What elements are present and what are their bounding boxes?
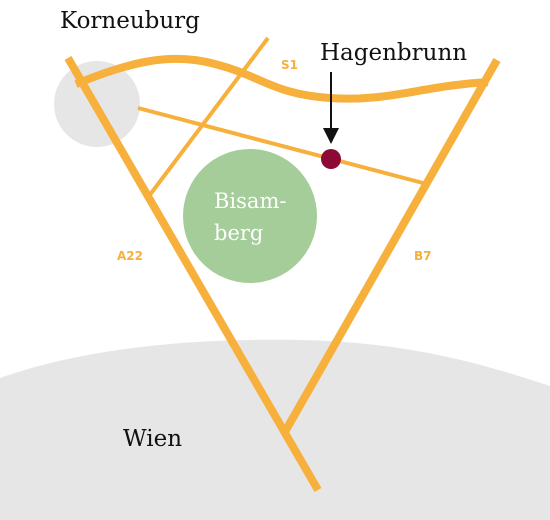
- minor-road-hagenbrunn: [137, 106, 424, 185]
- label-korneuburg: Korneuburg: [60, 8, 200, 34]
- wien-area: [0, 339, 550, 520]
- label-wien: Wien: [123, 426, 182, 452]
- label-road-a22: A22: [117, 249, 143, 263]
- road-b7: [282, 58, 501, 432]
- label-road-s1: S1: [281, 58, 298, 72]
- location-dot-icon[interactable]: [321, 149, 341, 169]
- minor-road-diagonal: [147, 36, 270, 198]
- road-s1: [74, 54, 489, 103]
- label-road-b7: B7: [414, 249, 432, 263]
- arrow-down-icon: [323, 72, 339, 144]
- bisamberg-park: [183, 149, 317, 283]
- label-bisamberg-line1: Bisam-: [214, 189, 286, 213]
- label-bisamberg-line2: berg: [214, 221, 263, 245]
- label-hagenbrunn: Hagenbrunn: [320, 40, 467, 66]
- road-a22: [64, 55, 322, 493]
